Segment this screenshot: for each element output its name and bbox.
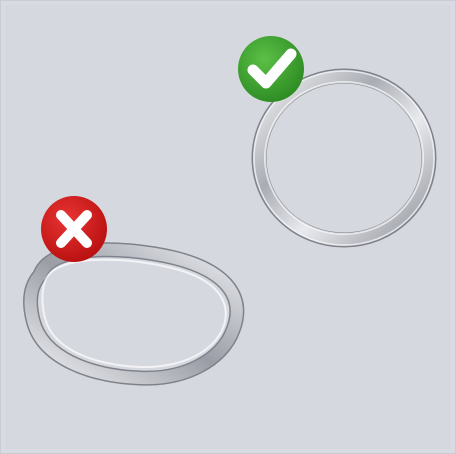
deformed-ring — [31, 250, 237, 378]
incorrect-badge — [41, 196, 107, 262]
correct-badge — [238, 36, 304, 102]
